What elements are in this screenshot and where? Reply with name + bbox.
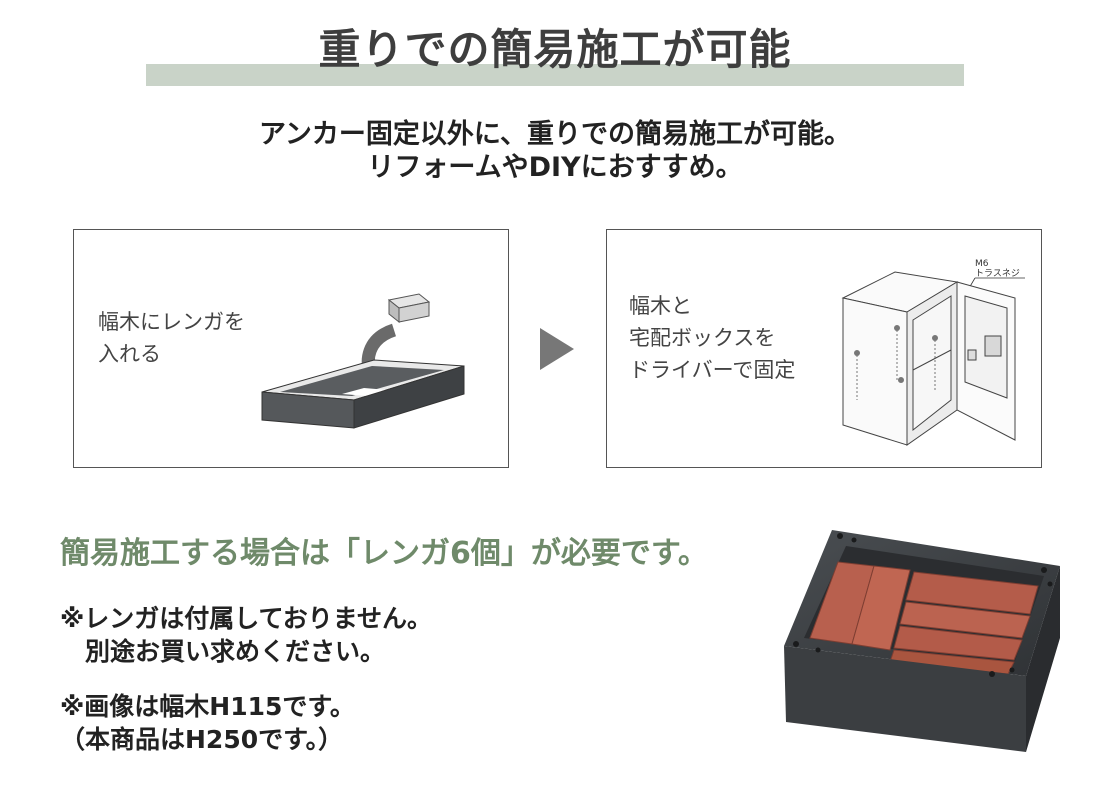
baseboard-brick-illustration xyxy=(261,293,465,429)
callout-screw-type: トラスネジ xyxy=(975,268,1020,279)
note-image-height: ※画像は幅木H115です。 （本商品はH250です。） xyxy=(60,692,355,754)
bolt-holes xyxy=(793,533,1053,677)
lead-line-1: アンカー固定以外に、重りでの簡易施工が可能。 xyxy=(258,119,852,150)
lead-text: アンカー固定以外に、重りでの簡易施工が可能。 リフォームやDIYにおすすめ。 xyxy=(0,118,1110,184)
title-section: 重りでの簡易施工が可能 xyxy=(0,16,1110,90)
screw-guides xyxy=(856,330,936,400)
title-underline-bar xyxy=(146,64,964,86)
callout-screw-size: M6 xyxy=(975,259,989,269)
note-bricks-not-included: ※レンガは付属しておりません。 別途お買い求めください。 xyxy=(60,604,433,666)
step1-text: 幅木にレンガを 入れる xyxy=(98,310,245,366)
step2-panel: 幅木と 宅配ボックスを ドライバーで固定 M6 トラスネジ xyxy=(606,229,1042,468)
lead-line-2: リフォームやDIYにおすすめ。 xyxy=(367,152,743,183)
delivery-box-illustration: M6 トラスネジ xyxy=(841,259,1025,446)
screw-icon xyxy=(854,325,938,383)
step2-text: 幅木と 宅配ボックスを ドライバーで固定 xyxy=(629,294,796,382)
baseboard-with-bricks-photo xyxy=(784,530,1060,752)
delivery-box-icon xyxy=(841,271,1016,446)
brick-block-icon xyxy=(387,293,431,324)
page-title: 重りでの簡易施工が可能 xyxy=(318,25,792,74)
next-step-arrow-icon xyxy=(540,328,574,370)
brick-requirement-heading: 簡易施工する場合は「レンガ6個」が必要です。 xyxy=(60,536,708,571)
baseboard-frame-icon xyxy=(261,359,465,429)
step1-panel: 幅木にレンガを 入れる xyxy=(73,229,509,468)
brick-icon xyxy=(809,561,1039,675)
